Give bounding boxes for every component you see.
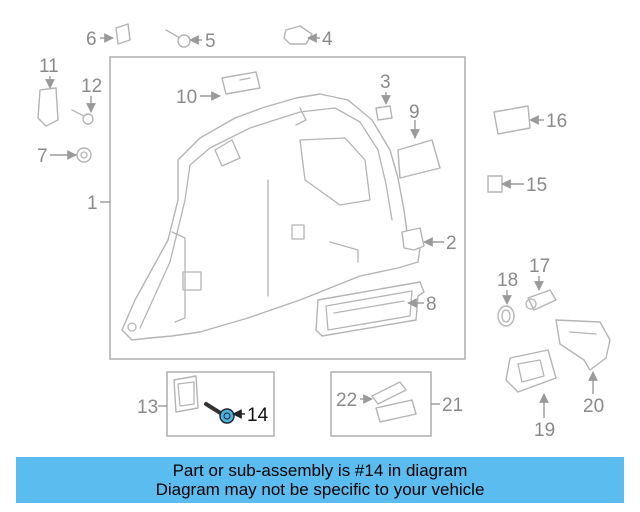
callout-12: 12: [81, 76, 102, 97]
callout-14[interactable]: 14: [247, 405, 269, 426]
grommet-icon: [525, 289, 557, 311]
banner-line-2: Diagram may not be specific to your vehi…: [155, 480, 485, 499]
callout-3: 3: [380, 72, 391, 93]
bolt-14-icon[interactable]: [204, 402, 235, 424]
cover-icon: [493, 105, 531, 135]
cover-icon: [397, 139, 441, 179]
callout-8: 8: [426, 294, 437, 315]
callout-16: 16: [546, 111, 567, 132]
callout-17: 17: [529, 256, 550, 277]
banner-line-1: Part or sub-assembly is #14 in diagram: [172, 461, 468, 480]
clip-icon: [375, 105, 393, 121]
grommet-icon: [76, 147, 92, 163]
callout-22: 22: [336, 390, 357, 411]
callout-2: 2: [446, 233, 457, 254]
main-assembly-frame: [109, 56, 466, 360]
callout-10: 10: [176, 87, 197, 108]
callout-4: 4: [322, 29, 333, 50]
bolt-icon: [71, 109, 94, 125]
bracket-icon: [221, 71, 261, 95]
cover-icon: [173, 375, 199, 413]
pad-icon: [487, 175, 503, 193]
bracket-icon: [555, 319, 611, 371]
callout-20: 20: [583, 396, 604, 417]
callout-6: 6: [86, 29, 97, 50]
quarter-trim-panel-icon: [121, 93, 421, 341]
cover-icon: [375, 399, 417, 423]
clip-icon: [283, 25, 313, 45]
info-banner: Part or sub-assembly is #14 in diagram D…: [16, 457, 624, 503]
bracket-icon: [505, 349, 557, 393]
callout-13: 13: [137, 397, 158, 418]
subassembly-frame-13-14: [166, 371, 275, 437]
bolt-icon: [165, 29, 191, 48]
clip-icon: [401, 227, 425, 251]
callout-18: 18: [497, 270, 518, 291]
callout-19: 19: [534, 420, 555, 441]
callout-15: 15: [526, 175, 547, 196]
scuff-plate-icon: [315, 281, 425, 337]
callout-11: 11: [39, 56, 59, 77]
callout-9: 9: [409, 102, 420, 123]
callout-1: 1: [87, 193, 98, 214]
grommet-icon: [497, 305, 515, 327]
callout-21: 21: [442, 395, 463, 416]
callout-5: 5: [205, 31, 216, 52]
bracket-icon: [37, 87, 59, 127]
clip-icon: [115, 23, 131, 45]
clip-icon: [371, 381, 407, 405]
callout-7: 7: [37, 146, 48, 167]
